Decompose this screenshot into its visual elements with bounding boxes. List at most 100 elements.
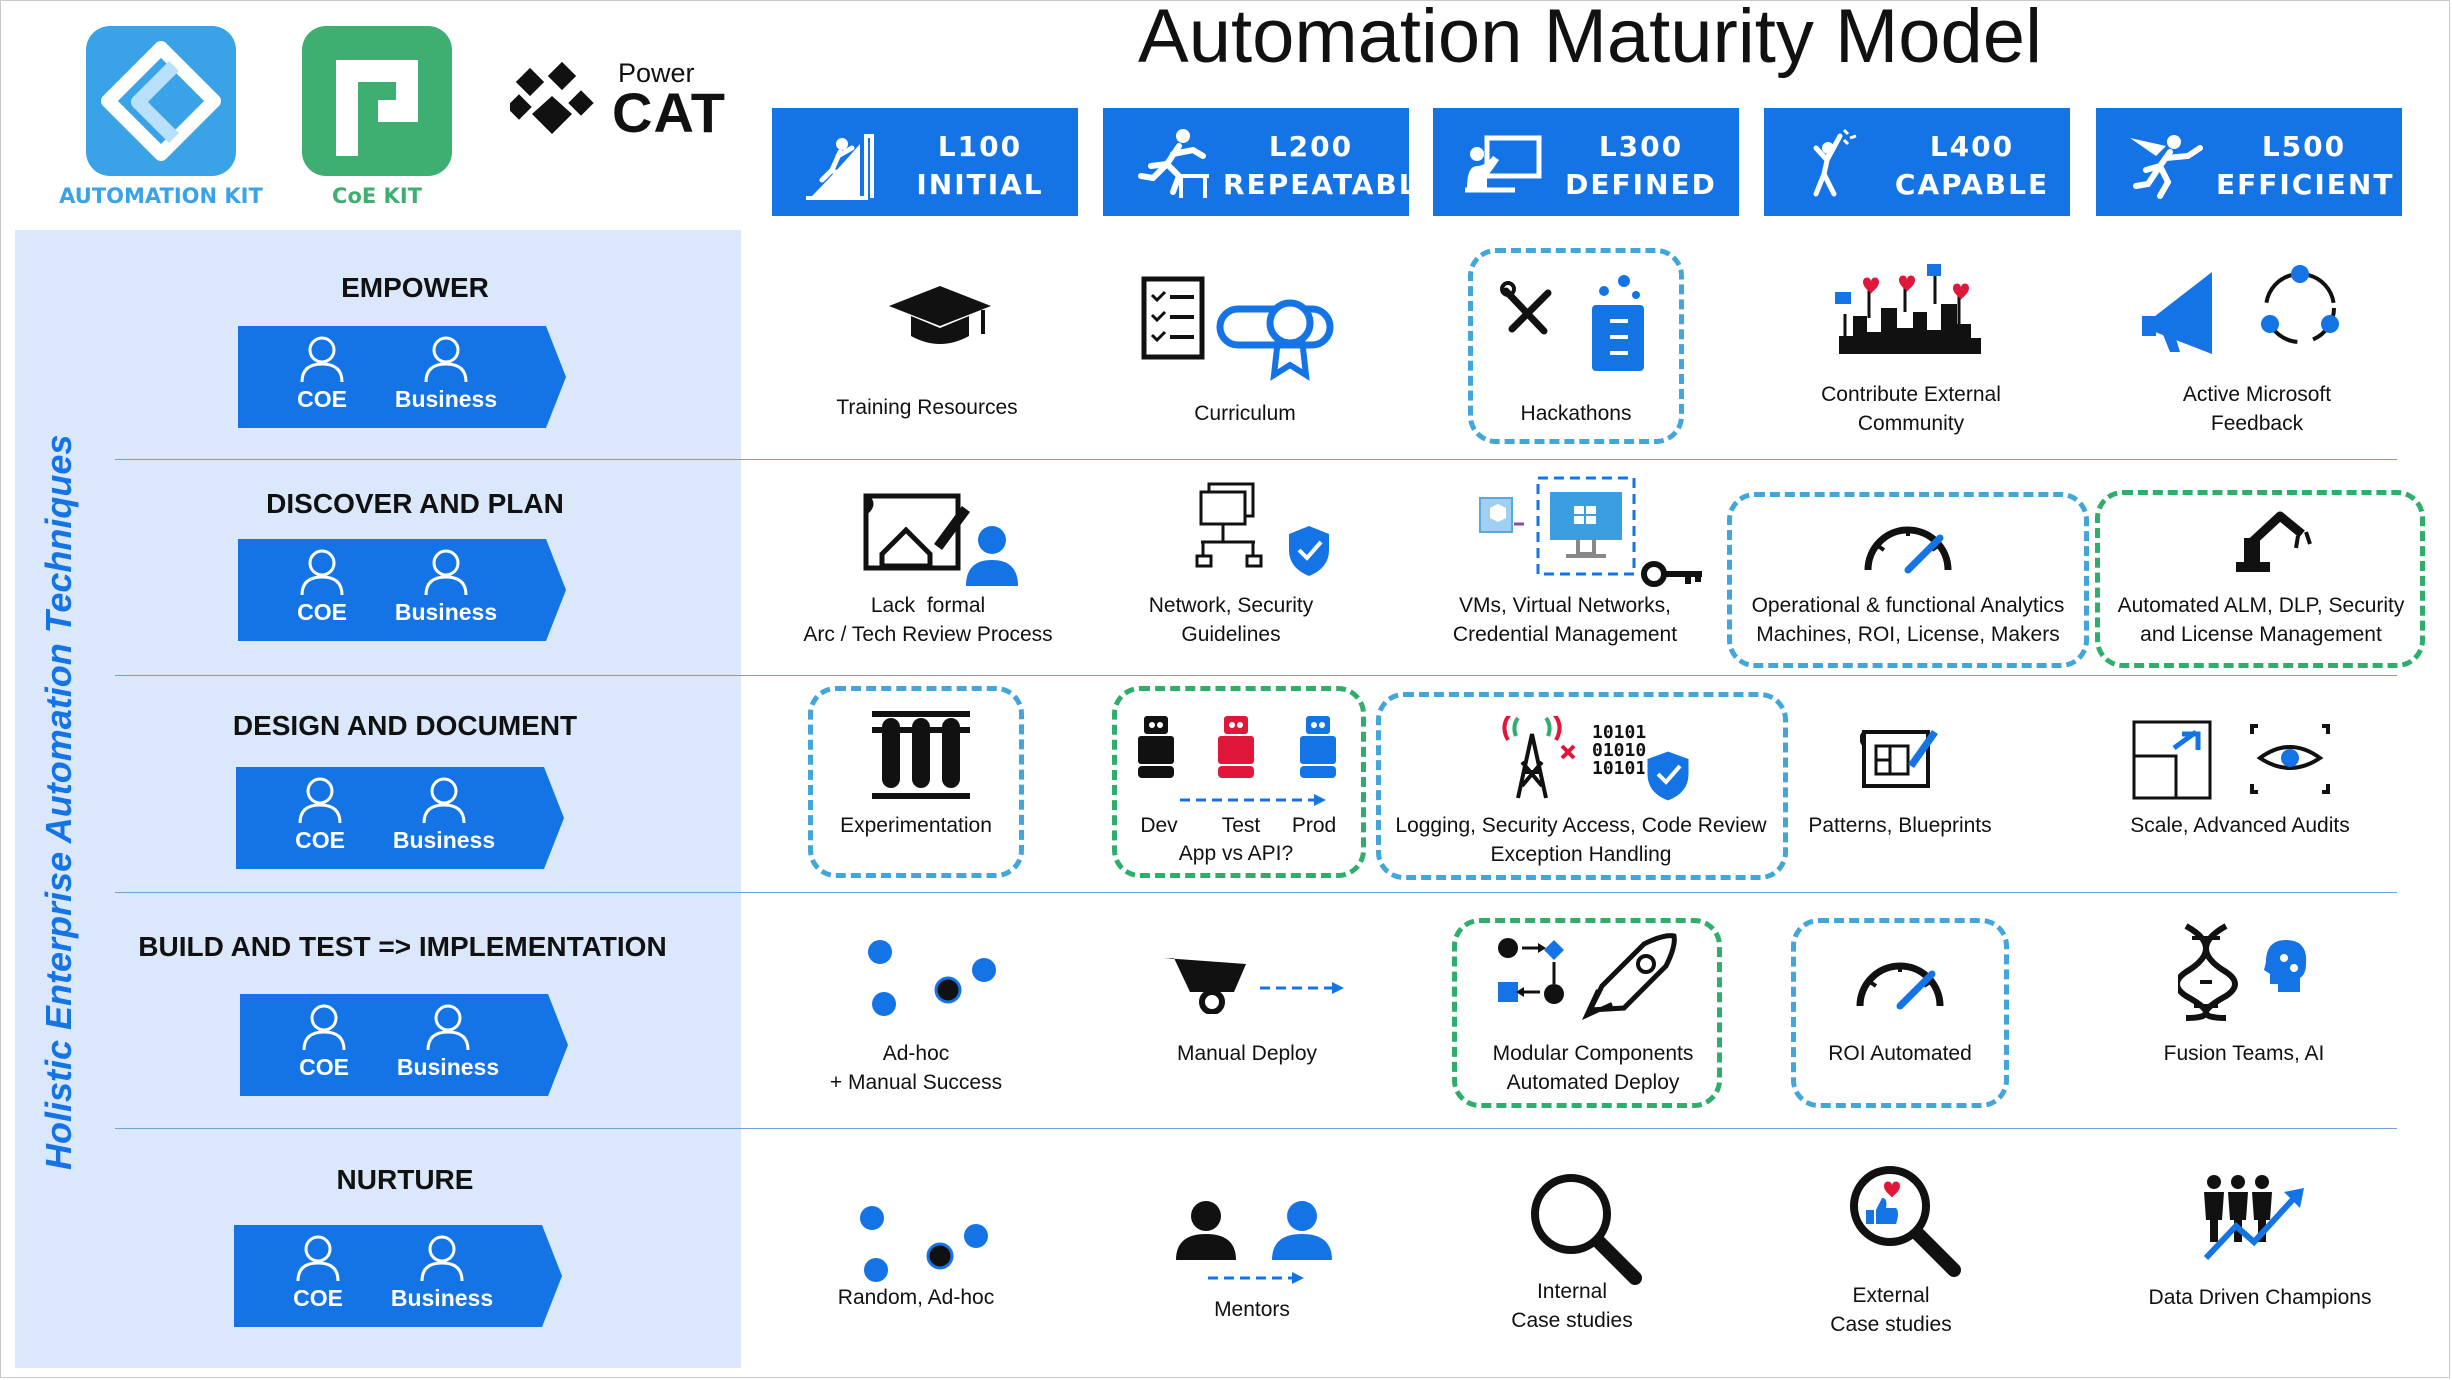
level-code: L100 <box>937 130 1023 163</box>
coe-kit-logo: CoE KIT <box>302 26 452 208</box>
row-title-design: DESIGN AND DOCUMENT <box>232 710 578 741</box>
coe-label: COE <box>295 827 345 853</box>
climber-icon <box>806 134 874 200</box>
svg-text:01010: 01010 <box>1592 740 1646 761</box>
powercat-top-text: Power <box>618 58 695 88</box>
cell-line: Modular Components <box>1492 1042 1694 1065</box>
business-label: Business <box>396 1054 500 1080</box>
cell-mentors: Mentors <box>1214 1298 1290 1321</box>
cell-hackathons: Hackathons <box>1520 402 1632 425</box>
magnifier-icon <box>1531 1174 1642 1285</box>
paw-icon <box>506 61 594 134</box>
powercat-logo: Power CAT <box>506 58 725 147</box>
checklist-certificate-icon <box>1141 276 1334 381</box>
coe-kit-caption: CoE KIT <box>332 184 422 208</box>
cell-line: Logging, Security Access, Code Review <box>1395 814 1767 837</box>
cell-line: Lack formal <box>870 594 986 617</box>
cell-fusion-teams: Fusion Teams, AI <box>2163 1042 2325 1065</box>
cell-line: VMs, Virtual Networks, <box>1459 594 1671 617</box>
roles-pill: COE Business <box>238 326 566 428</box>
cell-data-driven-champions: Data Driven Champions <box>2148 1286 2372 1309</box>
cell-random-adhoc: Random, Ad-hoc <box>837 1286 995 1309</box>
gauge-icon <box>1856 962 1944 1010</box>
row-divider <box>115 459 2397 460</box>
cell-adhoc-manual: Ad-hoc + Manual Success <box>766 1039 1066 1097</box>
highlight-box-green <box>2095 490 2425 668</box>
highlight-box-blue <box>1727 492 2089 668</box>
megaphone-cycle-icon <box>2142 265 2339 354</box>
sublabel-test: Test <box>1221 814 1261 837</box>
cell-patterns-blueprints: Patterns, Blueprints <box>1808 814 1992 837</box>
cell-training-resources: Training Resources <box>836 396 1018 419</box>
cell-line: Feedback <box>2210 412 2304 435</box>
cell-manual-deploy: Manual Deploy <box>1176 1042 1318 1065</box>
highlight-box-green <box>1452 918 1722 1108</box>
cell-scale-audits: Scale, Advanced Audits <box>2130 814 2350 837</box>
roles-pill: COE Business <box>234 1225 562 1327</box>
row-divider <box>115 675 2397 676</box>
sublabel-dev: Dev <box>1140 814 1178 837</box>
cell-line: Credential Management <box>1452 623 1678 646</box>
row-title-discover: DISCOVER AND PLAN <box>266 488 564 519</box>
blueprint-icon <box>1860 730 1938 788</box>
level-code: L300 <box>1598 130 1684 163</box>
business-label: Business <box>390 1285 494 1311</box>
cell-line: Exception Handling <box>1490 843 1672 866</box>
highlight-box-blue <box>1791 918 2009 1108</box>
community-city-icon <box>1835 264 1981 354</box>
svg-text:10101: 10101 <box>1592 758 1646 779</box>
robot-arm-icon <box>2236 511 2312 572</box>
highlight-box-blue <box>1376 692 1788 880</box>
highlight-box-green <box>1112 686 1366 878</box>
dna-ai-head-icon <box>2178 923 2307 1021</box>
wheelbarrow-icon <box>1164 958 1344 1014</box>
graduation-cap-icon <box>889 286 991 344</box>
cell-line: + Manual Success <box>829 1071 1003 1094</box>
level-name: REPEATABLE <box>1223 168 1440 201</box>
celebrating-person-icon <box>1813 128 1857 197</box>
mentor-people-icon <box>1176 1201 1332 1284</box>
row-divider <box>115 892 2397 893</box>
cell-line: Automated ALM, DLP, Security <box>2117 594 2405 617</box>
cell-line: Operational & functional Analytics <box>1751 594 2065 617</box>
level-name: EFFICIENT <box>2216 168 2395 201</box>
coe-label: COE <box>297 599 347 625</box>
cell-line: Machines, ROI, License, Makers <box>1756 623 2060 646</box>
level-code: L200 <box>1268 130 1354 163</box>
cell-line: Guidelines <box>1181 623 1281 646</box>
cell-line: Ad-hoc <box>882 1042 950 1065</box>
scattered-dots-icon <box>868 940 996 1016</box>
automation-kit-logo: AUTOMATION KIT <box>59 26 276 208</box>
cell-line: Case studies <box>1830 1313 1952 1336</box>
hurdler-icon <box>1138 129 1209 198</box>
row-title-build: BUILD AND TEST => IMPLEMENTATION <box>138 931 667 962</box>
scattered-dots-icon <box>860 1206 988 1282</box>
highlight-box-blue <box>808 686 1024 878</box>
powercat-bottom-text: CAT <box>612 81 726 144</box>
presenter-icon <box>1465 135 1542 193</box>
cell-line: Network, Security <box>1148 594 1314 617</box>
business-label: Business <box>394 386 498 412</box>
cell-app-vs-api: App vs API? <box>1178 842 1294 865</box>
cell-line: Automated Deploy <box>1506 1071 1680 1094</box>
roles-pill: COE Business <box>236 767 564 869</box>
cell-roi-automated: ROI Automated <box>1828 1042 1972 1065</box>
cell-vms-networks: VMs, Virtual Networks, Credential Managem… <box>1415 591 1715 649</box>
level-name: CAPABLE <box>1894 168 2050 201</box>
highlight-box-blue <box>1468 248 1684 444</box>
level-name: INITIAL <box>916 168 1044 201</box>
automation-kit-caption: AUTOMATION KIT <box>59 184 263 208</box>
level-code: L400 <box>1929 130 2015 163</box>
